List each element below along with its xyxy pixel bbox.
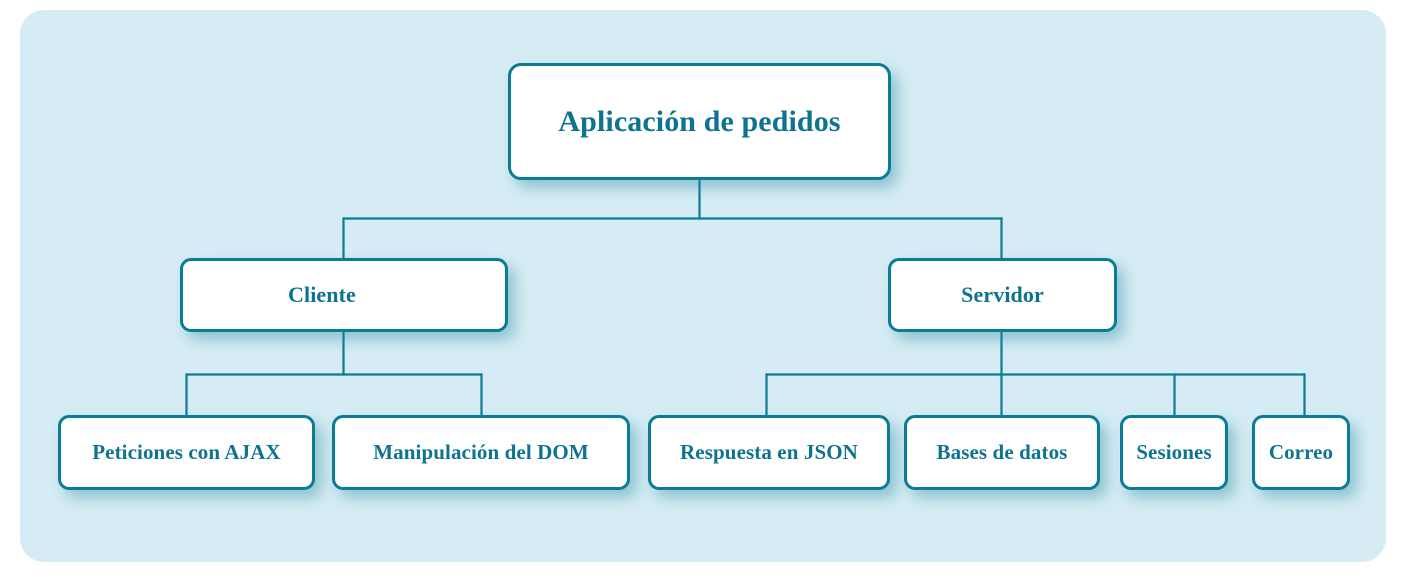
node-label: Peticiones con AJAX (92, 440, 281, 465)
node-label: Servidor (961, 282, 1044, 308)
node-servidor[interactable]: Servidor (888, 258, 1117, 332)
node-label: Correo (1268, 440, 1334, 465)
node-sesiones[interactable]: Sesiones (1120, 415, 1228, 490)
node-bases-de-datos[interactable]: Bases de datos (904, 415, 1100, 490)
node-manipulacion-del-dom[interactable]: Manipulación del DOM (332, 415, 630, 490)
node-aplicacion-de-pedidos[interactable]: Aplicación de pedidos (508, 63, 891, 180)
node-label: Cliente (288, 282, 356, 308)
node-correo[interactable]: Correo (1252, 415, 1350, 490)
node-label: Bases de datos (936, 440, 1068, 465)
node-label: Respuesta en JSON (680, 440, 858, 465)
node-peticiones-con-ajax[interactable]: Peticiones con AJAX (58, 415, 315, 490)
node-cliente[interactable]: Cliente (180, 258, 508, 332)
node-label: Sesiones (1136, 440, 1212, 465)
node-label: Manipulación del DOM (373, 440, 589, 465)
node-respuesta-en-json[interactable]: Respuesta en JSON (648, 415, 890, 490)
node-label: Aplicación de pedidos (558, 104, 841, 138)
